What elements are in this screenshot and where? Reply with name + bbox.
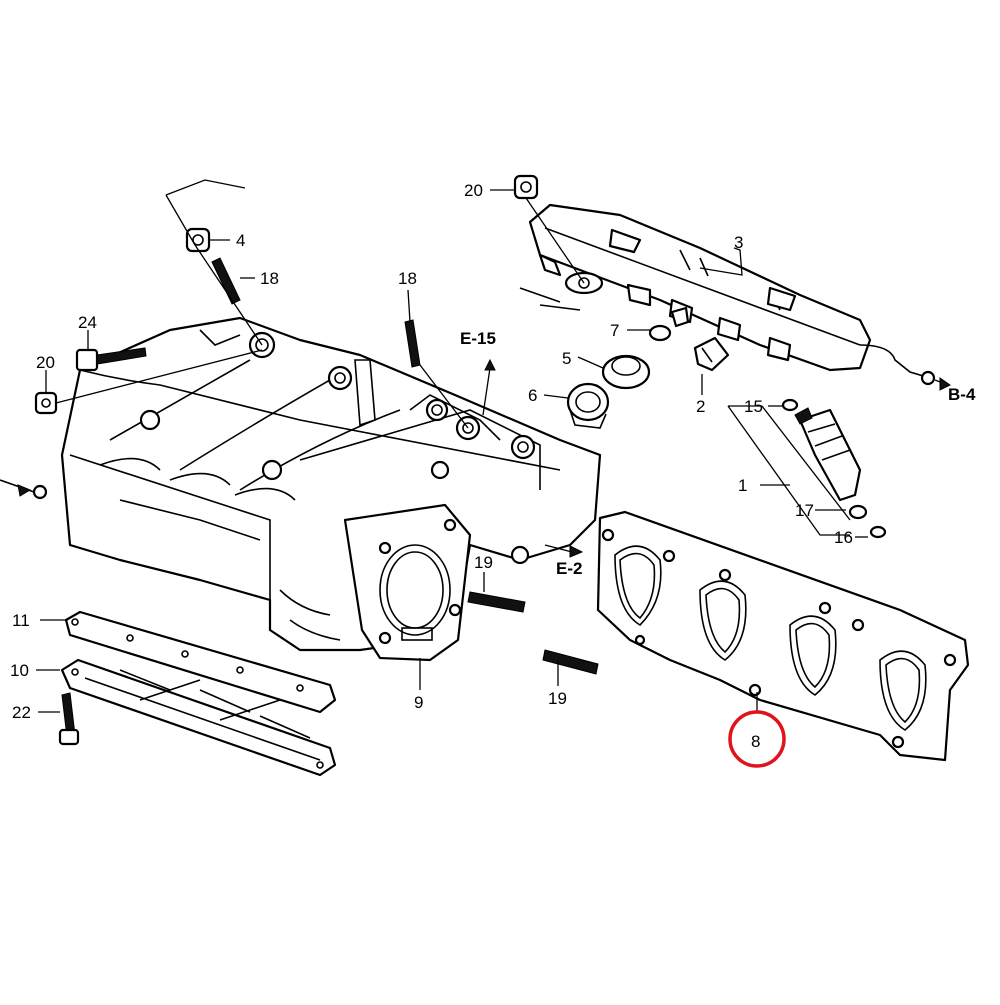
callout-5: 5 — [562, 349, 571, 368]
arrow-b4-icon — [939, 377, 951, 391]
ref-e2: E-2 — [556, 559, 582, 578]
callout-22: 22 — [12, 703, 31, 722]
callout-18-right: 18 — [398, 269, 417, 288]
lower-gasket — [64, 610, 337, 714]
callout-19-upper: 19 — [474, 553, 493, 572]
intake-manifold-gasket — [596, 510, 970, 762]
callout-18-left: 18 — [260, 269, 279, 288]
nut-20-left — [34, 391, 58, 415]
stud-19-upper — [467, 591, 526, 613]
stud-18-right — [404, 319, 421, 368]
callout-15: 15 — [744, 397, 763, 416]
callout-9: 9 — [414, 693, 423, 712]
reference-labels: E-15 E-2 B-4 — [460, 329, 976, 578]
callout-3: 3 — [734, 233, 743, 252]
ref-e15: E-15 — [460, 329, 496, 348]
callout-20-top: 20 — [464, 181, 483, 200]
bolt-24 — [75, 347, 147, 372]
bolt-22 — [58, 692, 80, 746]
callout-10: 10 — [10, 661, 29, 680]
arrow-e15-icon — [484, 358, 496, 371]
callout-11: 11 — [12, 611, 30, 630]
highlight-circle — [728, 710, 786, 768]
callout-4: 4 — [236, 231, 245, 250]
callout-16: 16 — [834, 528, 853, 547]
callout-labels: 4 18 24 20 18 20 3 7 5 6 2 15 1 17 16 11… — [10, 181, 853, 751]
callout-8: 8 — [751, 732, 760, 751]
callout-17: 17 — [795, 501, 814, 520]
callout-24: 24 — [78, 313, 97, 332]
lower-cover-plate — [60, 658, 337, 777]
callout-1: 1 — [738, 476, 747, 495]
stud-19-lower — [542, 649, 599, 675]
fuel-injector — [781, 398, 887, 539]
arrow-e2-icon — [569, 545, 584, 558]
callout-2: 2 — [696, 397, 705, 416]
throttle-body-gasket — [343, 503, 472, 662]
nut-4 — [185, 227, 211, 253]
stud-18-left — [211, 257, 241, 305]
fuel-rail — [519, 203, 936, 386]
arrow-left-edge-icon — [17, 484, 32, 497]
callout-20-left: 20 — [36, 353, 55, 372]
callout-6: 6 — [528, 386, 537, 405]
nut-20-top — [513, 174, 539, 200]
ref-b4: B-4 — [948, 385, 976, 404]
callout-7: 7 — [610, 321, 619, 340]
pressure-regulator — [566, 306, 730, 429]
callout-19-lower: 19 — [548, 689, 567, 708]
